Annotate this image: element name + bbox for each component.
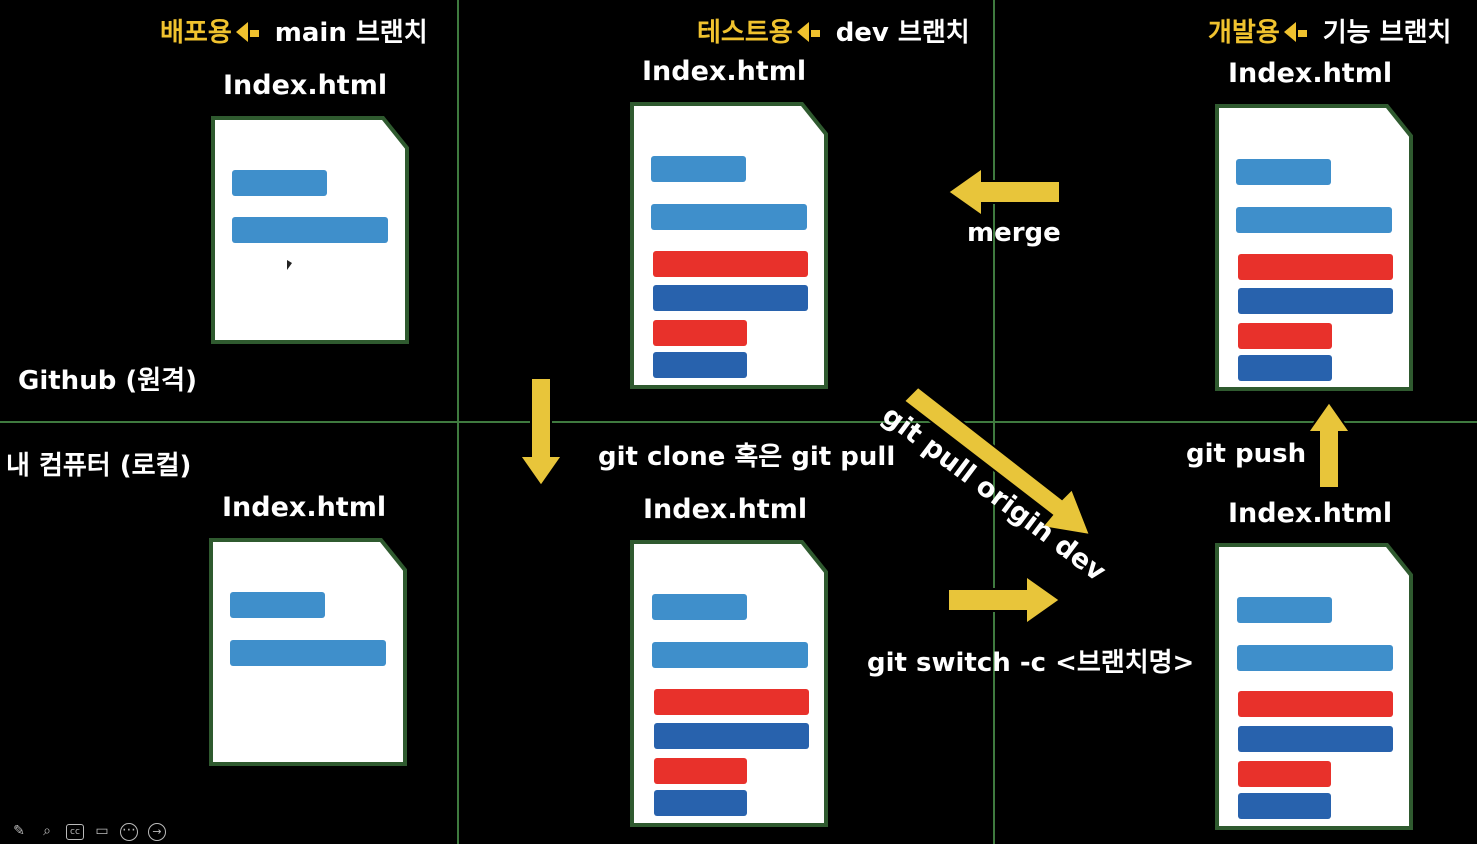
arrow-right-switch xyxy=(947,574,1062,626)
content-bar xyxy=(1238,761,1331,787)
document-main-local xyxy=(209,538,407,766)
content-bar xyxy=(654,758,747,784)
content-bar xyxy=(230,592,325,618)
content-bar xyxy=(651,156,746,182)
file-name-feature-remote: Index.html xyxy=(1228,58,1393,89)
content-bar xyxy=(1236,159,1331,185)
document-dev-local xyxy=(630,540,828,827)
content-bar xyxy=(1238,726,1393,752)
file-name-dev-remote: Index.html xyxy=(642,56,807,87)
content-bar xyxy=(1237,645,1393,671)
content-bar xyxy=(653,320,747,346)
content-bar xyxy=(1238,288,1393,314)
file-name-main-remote: Index.html xyxy=(223,70,388,101)
captions-icon[interactable]: cc xyxy=(66,824,84,840)
content-bar xyxy=(653,251,808,277)
content-bar xyxy=(652,594,747,620)
content-bar xyxy=(654,689,809,715)
left-arrow-icon xyxy=(1283,22,1296,42)
content-bar xyxy=(651,204,807,230)
content-bar xyxy=(654,723,809,749)
content-bar xyxy=(1237,597,1332,623)
content-bar xyxy=(1238,793,1331,819)
command-push-label: git push xyxy=(1186,439,1307,469)
document-main-remote xyxy=(211,116,409,344)
more-icon[interactable]: ⋯ xyxy=(120,823,138,841)
content-bar xyxy=(1238,355,1332,381)
document-dev-remote xyxy=(630,102,828,389)
arrow-diagonal-pull-origin xyxy=(902,385,1092,537)
document-feature-remote xyxy=(1215,104,1413,391)
content-bar xyxy=(1236,207,1392,233)
content-bar xyxy=(652,642,808,668)
content-bar xyxy=(1238,323,1332,349)
region-remote-label: Github (원격) xyxy=(18,366,197,396)
cursor-icon xyxy=(287,260,292,270)
content-bar xyxy=(1238,691,1393,717)
document-feature-local xyxy=(1215,543,1413,830)
content-bar xyxy=(232,170,327,196)
arrow-up-push xyxy=(1306,400,1352,489)
file-name-main-local: Index.html xyxy=(222,492,387,523)
file-name-dev-local: Index.html xyxy=(643,494,808,525)
arrow-left-merge xyxy=(946,166,1061,218)
content-bar xyxy=(653,285,808,311)
command-switch-label: git switch -c <브랜치명> xyxy=(867,648,1195,678)
content-bar xyxy=(1238,254,1393,280)
arrow-down-clone xyxy=(518,377,564,488)
divider-horizontal xyxy=(0,421,1477,423)
camera-icon[interactable]: ▭ xyxy=(95,823,109,839)
next-icon[interactable]: → xyxy=(148,823,166,841)
command-clone-label: git clone 혹은 git pull xyxy=(598,442,896,472)
content-bar xyxy=(232,217,388,243)
content-bar xyxy=(654,790,747,816)
region-local-label: 내 컴퓨터 (로컬) xyxy=(6,451,192,481)
content-bar xyxy=(230,640,386,666)
content-bar xyxy=(653,352,747,378)
zoom-icon[interactable]: ⌕ xyxy=(43,823,51,839)
left-arrow-icon xyxy=(235,22,248,42)
file-name-feature-local: Index.html xyxy=(1228,498,1393,529)
command-merge-label: merge xyxy=(967,218,1061,248)
left-arrow-icon xyxy=(796,22,809,42)
pen-icon[interactable]: ✎ xyxy=(13,823,25,839)
